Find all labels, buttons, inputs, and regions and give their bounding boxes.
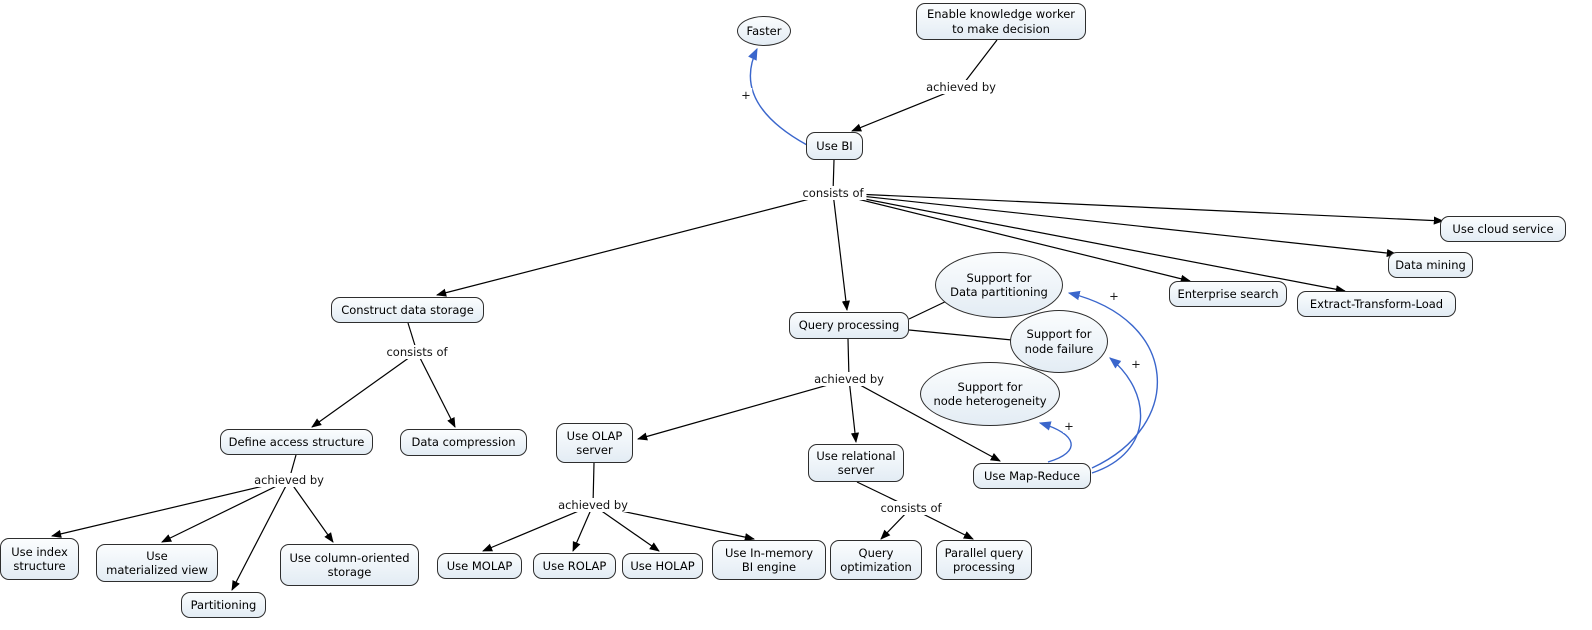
- edge-to-data-mining: [832, 192, 1398, 258]
- plus-label[interactable]: +: [1108, 289, 1120, 303]
- edge-map-reduce-plus-data-partitioning: [1067, 290, 1158, 469]
- node-partitioning[interactable]: Partitioning: [181, 592, 266, 618]
- node-extract-transform-load[interactable]: Extract-Transform-Load: [1297, 291, 1456, 317]
- edge-to-query-processing: [832, 192, 850, 312]
- node-construct-data-storage[interactable]: Construct data storage: [331, 297, 484, 323]
- link-label-consists-of[interactable]: consists of: [799, 186, 867, 200]
- node-faster[interactable]: Faster: [737, 16, 791, 46]
- edge-to-data-compression: [416, 351, 456, 428]
- edge-map-reduce-plus-node-heterogeneity: [1038, 421, 1072, 463]
- node-support-node-heterogeneity[interactable]: Support for node heterogeneity: [920, 362, 1060, 426]
- node-query-processing[interactable]: Query processing: [789, 312, 909, 339]
- node-support-node-failure[interactable]: Support for node failure: [1010, 310, 1108, 373]
- node-use-map-reduce[interactable]: Use Map-Reduce: [973, 463, 1091, 489]
- node-use-molap[interactable]: Use MOLAP: [437, 553, 522, 579]
- edge-map-reduce-plus-node-failure: [1091, 357, 1142, 474]
- edge-to-use-molap: [482, 504, 594, 552]
- node-use-olap-server[interactable]: Use OLAP server: [556, 423, 633, 463]
- plus-label[interactable]: +: [1063, 419, 1075, 433]
- link-label-consists-of[interactable]: consists of: [877, 501, 945, 515]
- node-use-holap[interactable]: Use HOLAP: [622, 553, 703, 579]
- node-query-optimization[interactable]: Query optimization: [830, 540, 922, 580]
- node-use-in-memory-bi-engine[interactable]: Use In-memory BI engine: [712, 540, 826, 580]
- node-use-rolap[interactable]: Use ROLAP: [533, 553, 616, 579]
- edge-to-use-cloud-service: [832, 192, 1445, 225]
- edge-use-bi-plus-faster: [748, 47, 808, 146]
- edge-to-use-materialized-view: [161, 479, 290, 543]
- link-label-consists-of[interactable]: consists of: [383, 345, 451, 359]
- plus-label[interactable]: +: [1130, 357, 1142, 371]
- node-use-relational-server[interactable]: Use relational server: [808, 444, 904, 482]
- node-use-materialized-view[interactable]: Use materialized view: [96, 544, 218, 582]
- edge-to-use-olap-server: [637, 378, 850, 441]
- edge-to-use-index-structure: [51, 479, 290, 538]
- node-define-access-structure[interactable]: Define access structure: [220, 429, 373, 455]
- node-enterprise-search[interactable]: Enterprise search: [1169, 281, 1287, 307]
- edge-to-construct-data-storage: [436, 192, 834, 297]
- node-data-compression[interactable]: Data compression: [400, 429, 527, 456]
- edge-to-use-column-oriented-storage: [288, 479, 334, 543]
- edge-to-use-relational-server: [848, 378, 860, 444]
- node-parallel-query-processing[interactable]: Parallel query processing: [936, 540, 1032, 580]
- edge-to-partitioning: [231, 479, 290, 591]
- edge-to-use-holap: [592, 504, 660, 552]
- edge-to-extract-transform-load: [832, 192, 1347, 294]
- node-use-bi[interactable]: Use BI: [806, 132, 863, 160]
- node-support-data-partitioning[interactable]: Support for Data partitioning: [935, 252, 1063, 318]
- node-data-mining[interactable]: Data mining: [1388, 252, 1473, 278]
- plus-label[interactable]: +: [740, 88, 752, 102]
- edge-to-use-map-reduce: [848, 378, 1001, 462]
- node-enable-knowledge-worker[interactable]: Enable knowledge worker to make decision: [916, 3, 1086, 40]
- edge-to-use-rolap: [572, 504, 594, 552]
- link-label-achieved-by[interactable]: achieved by: [811, 372, 887, 386]
- edge-query-to-support-node-failure: [908, 329, 1013, 341]
- link-label-achieved-by[interactable]: achieved by: [923, 80, 999, 94]
- link-label-achieved-by[interactable]: achieved by: [555, 498, 631, 512]
- node-use-cloud-service[interactable]: Use cloud service: [1440, 216, 1566, 242]
- node-use-index-structure[interactable]: Use index structure: [0, 538, 79, 580]
- edge-to-define-access-structure: [311, 351, 418, 428]
- node-use-column-oriented-storage[interactable]: Use column-oriented storage: [280, 544, 419, 586]
- link-label-achieved-by[interactable]: achieved by: [251, 473, 327, 487]
- edge-to-enterprise-search: [832, 192, 1191, 283]
